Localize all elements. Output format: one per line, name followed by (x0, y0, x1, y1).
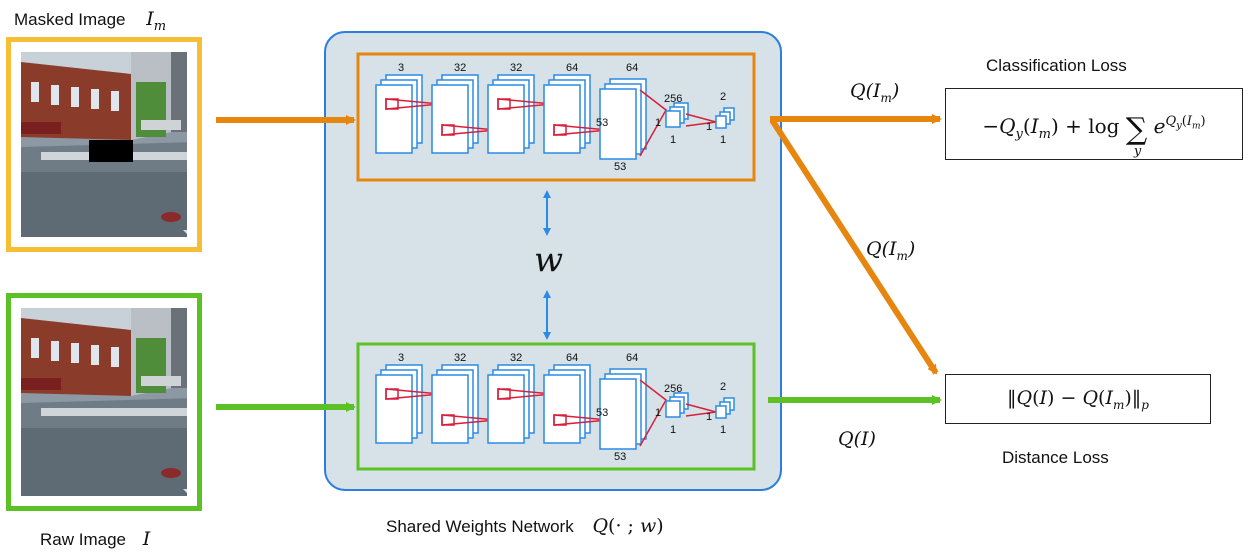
network-formula: Q(· ; w) (592, 515, 664, 537)
out-dim-label: 1 (720, 134, 726, 146)
network-caption: Shared Weights Network Q(· ; w) (386, 515, 664, 537)
conv-channel-label: 32 (454, 352, 466, 364)
fc-layer (665, 400, 681, 418)
out-layer (715, 405, 727, 419)
conv-layer-sheet (487, 374, 525, 444)
conv-layer-sheet (487, 84, 525, 154)
conv-layer-sheet (431, 374, 469, 444)
masked-branch-box (356, 52, 756, 182)
fc-dim-label: 1 (670, 424, 676, 436)
classification-loss-title: Classification Loss (986, 56, 1127, 75)
out-size-label: 2 (720, 381, 726, 393)
raw-image-caption: Raw Image I (40, 528, 151, 550)
fc-projection (639, 89, 667, 157)
kernel-projection (385, 388, 441, 400)
conv-channel-label: 32 (454, 62, 466, 74)
classification-loss-box: −Qy(Im) + log ∑y eQy(Im) (945, 88, 1243, 160)
conv-layer-sheet (431, 84, 469, 154)
kernel-projection (441, 414, 497, 426)
conv-channel-label: 64 (626, 352, 638, 364)
raw-image-frame (6, 293, 202, 511)
conv-layer-sheet (543, 84, 581, 154)
diagonal-output-label: Q(Im) (866, 238, 916, 263)
conv-channel-label: 64 (566, 352, 578, 364)
spatial-size-label: 53 (614, 451, 626, 463)
kernel-projection (553, 124, 609, 136)
conv-channel-label: 32 (510, 62, 522, 74)
fc-projection (639, 379, 667, 447)
bottom-output-label: Q(I) (838, 428, 876, 450)
kernel-projection (553, 414, 609, 426)
kernel-projection (497, 98, 553, 110)
fc-dim-label: 1 (655, 117, 661, 129)
spatial-size-label: 53 (614, 161, 626, 173)
conv-layer-last-sheet (599, 88, 637, 160)
fc-dim-label: 1 (670, 134, 676, 146)
fc-layer (665, 110, 681, 128)
out-dim-label: 1 (706, 411, 712, 423)
raw-street-photo (21, 308, 187, 496)
distance-loss-title: Distance Loss (1002, 448, 1109, 467)
conv-channel-label: 64 (566, 62, 578, 74)
out-dim-label: 1 (720, 424, 726, 436)
distance-masked-arrow (769, 118, 939, 375)
masked-image-caption: Masked Image Im (14, 8, 167, 34)
masked-street-photo (21, 52, 187, 237)
conv-channel-label: 32 (510, 352, 522, 364)
conv-channel-label: 3 (398, 62, 404, 74)
spatial-size-label: 53 (596, 117, 608, 129)
fc-dim-label: 1 (655, 407, 661, 419)
top-output-label: Q(Im) (850, 80, 900, 105)
masked-image-symbol: Im (146, 8, 167, 34)
fc-size-label: 256 (664, 383, 682, 395)
raw-image-symbol: I (142, 528, 151, 550)
out-layer (715, 115, 727, 129)
distance-loss-box: ‖Q(I) − Q(Im)‖p (945, 374, 1211, 424)
raw-branch-box (356, 342, 756, 471)
classification-loss-formula: −Qy(Im) + log ∑y eQy(Im) (982, 112, 1206, 159)
conv-channel-label: 3 (398, 352, 404, 364)
out-dim-label: 1 (706, 121, 712, 133)
conv-layer-sheet (375, 374, 413, 444)
kernel-projection (441, 124, 497, 136)
conv-channel-label: 64 (626, 62, 638, 74)
spatial-size-label: 53 (596, 407, 608, 419)
kernel-projection (385, 98, 441, 110)
conv-layer-last-sheet (599, 378, 637, 450)
fc-size-label: 256 (664, 93, 682, 105)
distance-loss-formula: ‖Q(I) − Q(Im)‖p (1007, 386, 1149, 412)
kernel-projection (497, 388, 553, 400)
shared-weight-symbol: w (534, 240, 564, 280)
out-size-label: 2 (720, 91, 726, 103)
conv-layer-sheet (375, 84, 413, 154)
masked-image-frame (6, 37, 202, 252)
conv-layer-sheet (543, 374, 581, 444)
